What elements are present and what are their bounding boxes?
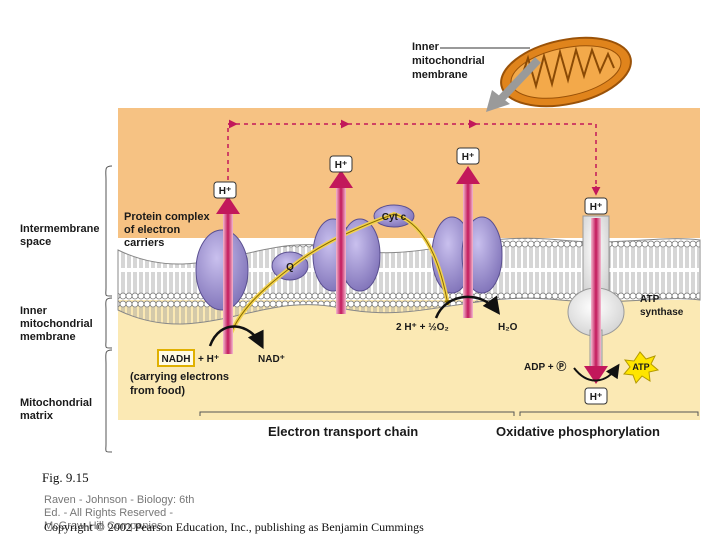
credit-line-3: McGraw-Hill Companies [44, 520, 163, 532]
plus-h-label: + H⁺ [198, 354, 219, 365]
pointer-arrow [497, 57, 541, 103]
inner-membrane-label-2: mitochondrial [20, 318, 93, 330]
matrix-label-1: Mitochondrial [20, 397, 92, 409]
mitochondrion-icon [500, 36, 632, 108]
proton-return-path [227, 123, 597, 196]
oxygen-reaction-arrow [434, 295, 501, 319]
h-plus-badge: H⁺ [584, 387, 608, 405]
oxphos-title: Oxidative phosphorylation [496, 424, 660, 439]
protein-complex-1 [195, 229, 249, 311]
svg-text:H⁺: H⁺ [462, 152, 475, 163]
water-label: H₂O [498, 322, 518, 333]
svg-text:H⁺: H⁺ [335, 160, 348, 171]
inner-membrane-label-3: membrane [20, 331, 76, 343]
atp-reaction-arrow [573, 363, 620, 382]
top-label-line-3: membrane [412, 69, 468, 81]
proton-arrow-1 [216, 196, 240, 354]
cyt-c-label: Cyt c [382, 212, 407, 223]
top-label-line-1: Inner [412, 41, 440, 53]
electron-path-outline [224, 213, 451, 353]
bracket-inner-membrane [105, 297, 113, 349]
top-label-line-2: mitochondrial [412, 55, 485, 67]
svg-text:H⁺: H⁺ [219, 186, 232, 197]
protein-complex-line-2: of electron [124, 224, 181, 236]
intermembrane-label-2: space [20, 236, 51, 248]
pointer-arrow-head [486, 90, 510, 112]
nad-plus-label: NAD⁺ [258, 354, 285, 365]
h-plus-badge: H⁺ [584, 197, 608, 215]
inner-membrane-label-1: Inner [20, 305, 48, 317]
intermembrane-label-1: Intermembrane [20, 223, 99, 235]
h-plus-badge: H⁺ [329, 155, 353, 173]
atp-synthase-line-1: ATP [640, 294, 660, 305]
nadh-reaction-arrow [208, 325, 264, 350]
protein-complex-line-3: carriers [124, 237, 164, 249]
nadh-box: NADH [157, 349, 195, 367]
atp-synthase-line-2: synthase [640, 307, 684, 318]
protein-complex-2 [312, 218, 381, 292]
h-plus-badge: H⁺ [213, 181, 237, 199]
figure-caption: Fig. 9.15 [42, 470, 89, 485]
h-plus-badge: H⁺ [456, 147, 480, 165]
bracket-intermembrane [105, 165, 113, 297]
svg-text:H⁺: H⁺ [590, 202, 603, 213]
credit-line-2: Ed. - All Rights Reserved - [44, 507, 173, 519]
carrying-line-2: from food) [130, 385, 185, 397]
matrix-label-2: matrix [20, 410, 54, 422]
etc-brace [199, 411, 515, 416]
proton-arrow-3 [456, 166, 480, 318]
q-label: Q [286, 262, 294, 273]
publisher-credit: Raven - Johnson - Biology: 6th Ed. - All… [44, 494, 194, 533]
copyright-notice: Copyright © 2002 Pearson Education, Inc.… [44, 520, 424, 534]
atp-label: ATP [632, 362, 649, 372]
proton-arrow-synthase [584, 218, 608, 384]
atp-burst [623, 351, 660, 384]
proton-arrow-2 [329, 170, 353, 314]
svg-text:H⁺: H⁺ [590, 392, 603, 403]
bracket-matrix [105, 349, 113, 453]
oxphos-brace [519, 411, 699, 416]
credit-line-1: Raven - Johnson - Biology: 6th [44, 494, 195, 506]
etc-title: Electron transport chain [268, 424, 418, 439]
adp-label: ADP + Ⓟ [524, 360, 566, 373]
protein-complex-line-1: Protein complex [124, 211, 210, 223]
carrying-line-1: (carrying electrons [130, 371, 229, 383]
svg-text:NADH: NADH [162, 354, 191, 365]
oxygen-reaction-label: 2 H⁺ + ½O₂ [396, 322, 449, 333]
